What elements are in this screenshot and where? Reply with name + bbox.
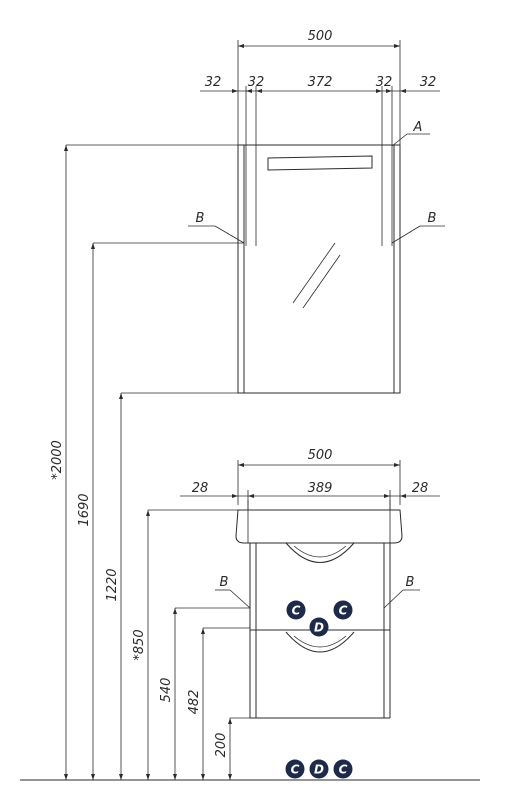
height-dimensions: *2000 1690 1220 *850 540 482 [20, 144, 480, 781]
height-540: 540 [159, 678, 174, 703]
badge-c-floor-left: C [285, 759, 305, 779]
callout-b-cabinet-left: B [220, 575, 229, 590]
cabinet-unit: 500 28 389 28 B B [180, 448, 440, 719]
callout-b-mirror-left: B [196, 211, 205, 226]
mirror-seg-1: 32 [205, 75, 222, 90]
callout-a: A [413, 120, 423, 135]
mirror-glare-1 [292, 242, 336, 304]
mirror-seg-2: 32 [248, 75, 265, 90]
height-850: *850 [132, 629, 147, 660]
badge-d-floor: D [309, 759, 329, 779]
badge-d-middle: D [309, 617, 329, 637]
siphon-upper [285, 542, 355, 563]
cabinet-seg-1: 28 [192, 481, 209, 496]
mirror-seg-3: 372 [308, 75, 333, 90]
mirror-lamp [267, 155, 373, 171]
svg-text:C: C [339, 763, 348, 777]
svg-text:D: D [314, 621, 324, 635]
height-1220: 1220 [105, 568, 120, 601]
height-2000: *2000 [50, 440, 65, 480]
badge-c-upper-left: C [286, 600, 306, 620]
height-1690: 1690 [77, 493, 92, 526]
callout-b-cabinet-right: B [406, 575, 415, 590]
mirror-unit: 500 32 32 372 32 32 A B [188, 29, 445, 394]
height-200: 200 [214, 733, 229, 758]
mirror-seg-4: 32 [376, 75, 393, 90]
mirror-width-label: 500 [308, 29, 333, 44]
svg-text:C: C [292, 604, 301, 618]
cabinet-seg-2: 389 [308, 481, 333, 496]
mirror-glare-2 [302, 254, 341, 309]
badge-c-upper-right: C [333, 600, 353, 620]
cabinet-width-label: 500 [308, 448, 333, 463]
height-482: 482 [187, 690, 202, 715]
washbasin [235, 509, 403, 544]
cabinet-seg-3: 28 [412, 481, 429, 496]
mirror-seg-5: 32 [420, 75, 437, 90]
badge-c-floor-right: C [333, 759, 353, 779]
svg-text:C: C [339, 604, 348, 618]
mirror-frame [237, 144, 401, 394]
callout-b-mirror-right: B [428, 211, 437, 226]
connection-badges: C C D C D C [285, 600, 353, 779]
svg-text:D: D [314, 763, 324, 777]
siphon-lower [285, 631, 355, 653]
svg-text:C: C [291, 763, 300, 777]
